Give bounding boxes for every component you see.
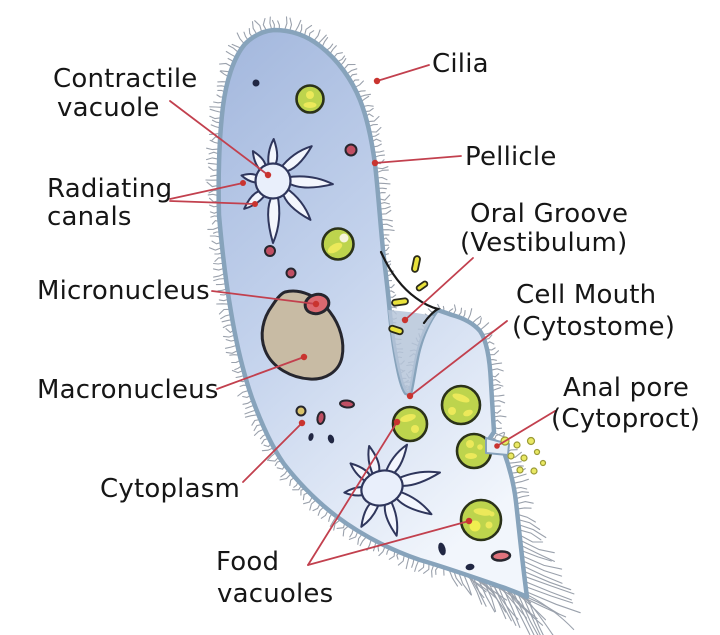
leader-dot (465, 517, 473, 525)
food-vacuole (459, 498, 503, 542)
food-vacuole (295, 84, 325, 114)
label-micronucleus: Micronucleus (37, 276, 210, 306)
cytoplasm-particles (252, 79, 512, 571)
leader-dot (298, 419, 306, 427)
leader-cilia (376, 64, 430, 82)
label-pellicle: Pellicle (465, 142, 557, 172)
leader-radiating-canal-2 (169, 200, 256, 205)
leader-dot (371, 159, 379, 167)
leader-contractile-vacuole (169, 100, 269, 176)
bacteria-in-groove (388, 255, 429, 336)
label-macronucleus: Macronucleus (37, 375, 219, 405)
leader-oral-groove (404, 257, 474, 321)
food-vacuole-at-cell-mouth (391, 405, 429, 443)
label-radiating-canals: canals (47, 202, 132, 232)
leader-dot (373, 77, 381, 85)
leader-dot (312, 300, 320, 308)
label-cilia: Cilia (432, 49, 489, 79)
leader-dot (401, 316, 409, 324)
leader-dot (252, 201, 258, 207)
leader-macronucleus (216, 356, 305, 390)
labels: Contractile vacuole Radiating canals Mic… (37, 49, 700, 609)
food-vacuole (440, 384, 482, 426)
label-anal-pore: Anal pore (563, 373, 689, 403)
food-vacuole (321, 227, 355, 261)
leader-anal-pore (496, 410, 556, 447)
label-contractile-vacuole: Contractile (53, 64, 198, 94)
leader-dot (264, 171, 272, 179)
leader-cytoplasm (242, 422, 303, 483)
leader-dot (393, 418, 401, 426)
leader-radiating-canal-1 (169, 182, 244, 200)
label-oral-groove: Oral Groove (470, 199, 628, 229)
label-food-vacuoles: Food (216, 547, 279, 577)
leader-dot (240, 180, 246, 186)
label-cell-mouth: (Cytostome) (512, 312, 675, 342)
oral-groove-line (379, 250, 442, 325)
leader-dot (494, 443, 500, 449)
leader-food-vacuole-1 (307, 421, 398, 566)
leader-pellicle (374, 155, 462, 164)
leader-dot (300, 353, 308, 361)
label-radiating-canals: Radiating (47, 174, 172, 204)
leader-micronucleus (211, 290, 317, 305)
leader-food-vacuole-2 (307, 520, 470, 566)
label-contractile-vacuole: vacuole (57, 93, 160, 123)
label-oral-groove: (Vestibulum) (460, 228, 627, 258)
leader-cell-mouth (409, 320, 508, 397)
label-food-vacuoles: vacuoles (217, 579, 333, 609)
label-cytoplasm: Cytoplasm (100, 474, 240, 504)
label-cell-mouth: Cell Mouth (516, 280, 656, 310)
label-anal-pore: (Cytoproct) (551, 404, 700, 434)
leader-lines (169, 64, 556, 566)
leader-dot (406, 392, 414, 400)
